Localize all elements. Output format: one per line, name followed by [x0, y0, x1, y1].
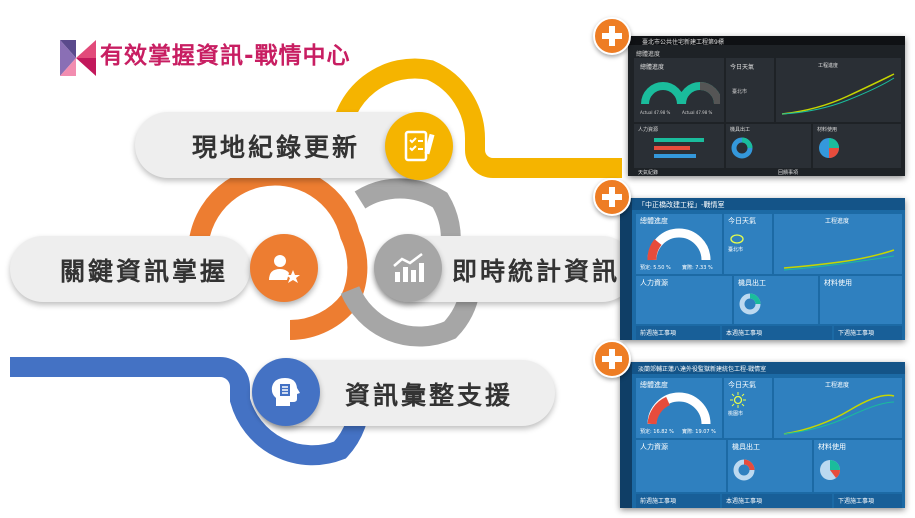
- person-star-icon: [269, 255, 300, 283]
- dashboard-3-hr: 人力資源: [640, 443, 668, 451]
- dashboard-3-actual: 實際: 19.07 %: [682, 429, 716, 435]
- sun-icon: [730, 392, 746, 408]
- dashboard-1-hr: 人力資源: [638, 127, 659, 133]
- dashboard-3-material: 材料使用: [818, 443, 846, 451]
- dashboard-1-material: 材料使用: [817, 127, 838, 133]
- donut-3a: [733, 459, 755, 481]
- dashboard-2-this-week: 本週施工事項: [726, 330, 763, 337]
- donut-1a: [731, 137, 753, 159]
- item-label-1: 現地紀錄更新: [192, 133, 361, 162]
- dashboard-1-progress-a: Actual 47.98 %: [640, 110, 671, 115]
- pie-3b: [820, 460, 840, 480]
- head-document-icon: [271, 378, 300, 406]
- dashboard-1-machine: 機具出工: [730, 127, 751, 133]
- dashboard-2-prev-week: 前週施工事項: [640, 330, 677, 337]
- dashboard-3-planned: 預定: 16.82 %: [640, 429, 674, 435]
- dashboard-2-schedule-label: 工程進度: [825, 218, 850, 225]
- dashboard-2-hr: 人力資源: [640, 279, 668, 287]
- line-chart-2: [783, 249, 895, 271]
- gauge-1: [641, 82, 720, 105]
- line-chart-1: [781, 73, 895, 115]
- logo-mark-icon: [60, 40, 96, 76]
- dashboard-title-1: 臺北市公共住宅新建工程第9標: [642, 39, 724, 46]
- donut-2: [739, 293, 761, 315]
- dashboard-1-section: 總體進度: [636, 51, 661, 58]
- checklist-pen-icon: [404, 130, 435, 162]
- dashboard-3-next-week: 下週施工事項: [838, 498, 875, 505]
- dashboard-2-material: 材料使用: [824, 279, 852, 287]
- dashboard-2-weather-label: 今日天氣: [728, 217, 756, 225]
- dashboard-screenshot-2: 「中正橋改建工程」-戰情室 總體進度 今日天氣 工程進度 預定: 5.50 % …: [620, 198, 905, 340]
- item-label-4: 資訊彙整支援: [345, 381, 514, 410]
- dashboard-1-weather-log: 天氣紀錄: [638, 170, 659, 176]
- dashboard-title-3: 淡蘭郊輔正蓮八達外役監獄新建統包工程-戰情室: [638, 366, 767, 373]
- dashboard-1-feedback: 回饋事項: [778, 170, 799, 176]
- item-label-3: 即時統計資訊: [452, 257, 621, 286]
- pill-item-2: [10, 236, 250, 302]
- dashboard-1-schedule-label: 工程進度: [818, 63, 839, 69]
- plus-icon-3[interactable]: [593, 340, 631, 378]
- dashboard-screenshot-3: 淡蘭郊輔正蓮八達外役監獄新建統包工程-戰情室 總體進度 今日天氣 工程進度 預定…: [620, 362, 905, 508]
- dashboard-1-progress-label: 總體進度: [640, 64, 665, 71]
- cloud-icon: [730, 234, 744, 244]
- badge-2: [250, 234, 318, 302]
- bar-chart-trend-icon: [393, 253, 424, 282]
- dashboard-3-schedule-label: 工程進度: [825, 382, 850, 389]
- dashboard-3-machine: 機具出工: [732, 443, 760, 451]
- page-title: 有效掌握資訊-戰情中心: [100, 43, 351, 69]
- badge-3: [374, 234, 442, 302]
- dashboard-1-city: 臺北市: [732, 89, 748, 95]
- dashboard-1-weather-label: 今日天氣: [730, 64, 755, 71]
- line-chart-3: [783, 394, 895, 435]
- pie-1b: [819, 138, 839, 158]
- dashboard-screenshot-1: 臺北市公共住宅新建工程第9標 總體進度 總體進度 今日天氣 工程進度 Actua…: [628, 36, 905, 176]
- plus-icon-1[interactable]: [593, 17, 631, 55]
- dashboard-2-actual: 實際: 7.33 %: [682, 265, 713, 271]
- dashboard-2-city: 臺北市: [728, 247, 744, 253]
- dashboard-3-prev-week: 前週施工事項: [640, 498, 677, 505]
- item-label-2: 關鍵資訊掌握: [60, 257, 229, 286]
- dashboard-title-2: 「中正橋改建工程」-戰情室: [638, 201, 725, 209]
- dashboard-2-machine: 機具出工: [738, 279, 766, 287]
- badge-1: [385, 112, 453, 180]
- dashboard-2-planned: 預定: 5.50 %: [640, 265, 671, 271]
- gauge-3: [647, 392, 711, 425]
- plus-icon-2[interactable]: [593, 178, 631, 216]
- badge-4: [252, 358, 320, 426]
- dashboard-3-this-week: 本週施工事項: [726, 498, 763, 505]
- dashboard-3-city: 桃園市: [728, 411, 744, 417]
- dashboard-3-progress-label: 總體進度: [640, 381, 668, 389]
- gauge-2: [647, 228, 711, 261]
- dashboard-2-progress-label: 總體進度: [640, 217, 668, 225]
- dashboard-1-progress-b: Actual 47.98 %: [682, 110, 713, 115]
- dashboard-2-next-week: 下週施工事項: [838, 330, 875, 337]
- dashboard-3-weather-label: 今日天氣: [728, 381, 756, 389]
